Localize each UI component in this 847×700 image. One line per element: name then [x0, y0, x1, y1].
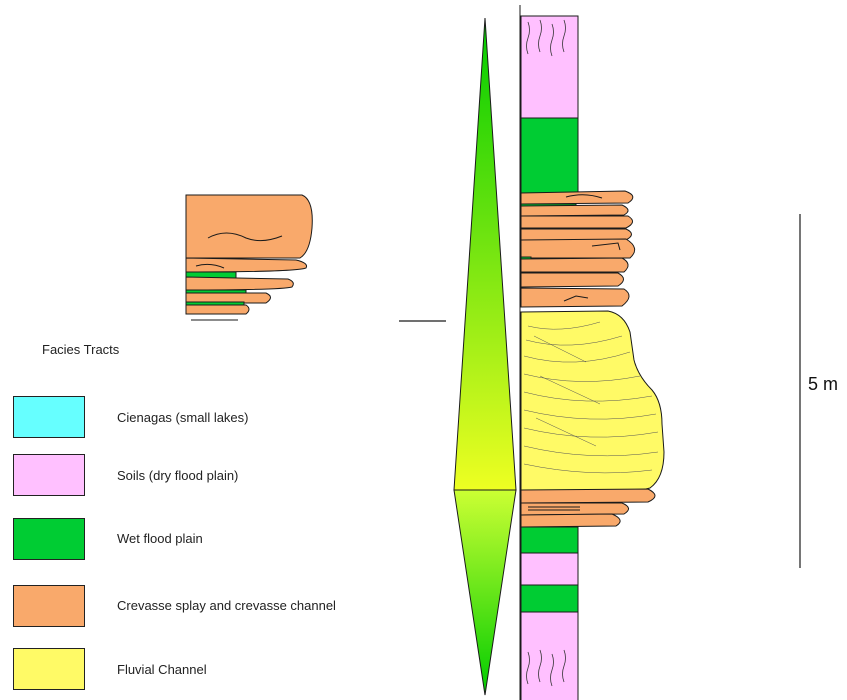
legend-swatch-wet-flood-plain	[13, 518, 85, 560]
legend-label-crevasse: Crevasse splay and crevasse channel	[117, 598, 336, 613]
fluvial-channel-body	[521, 311, 664, 492]
trend-diamond	[454, 18, 516, 695]
legend-swatch-cienagas	[13, 396, 85, 438]
upper-taper	[454, 18, 516, 490]
inset-sketch	[186, 195, 312, 320]
legend-label-wet-flood-plain: Wet flood plain	[117, 531, 203, 546]
wet-layer-lower-1	[521, 527, 578, 553]
scale-bar-label: 5 m	[808, 374, 838, 395]
lower-taper	[454, 490, 516, 695]
legend-title: Facies Tracts	[42, 342, 119, 357]
legend-swatch-crevasse	[13, 585, 85, 627]
legend-label-cienagas: Cienagas (small lakes)	[117, 410, 249, 425]
soil-layer-mid	[521, 553, 578, 585]
legend-label-soils: Soils (dry flood plain)	[117, 468, 238, 483]
wet-layer-upper	[521, 118, 578, 196]
soil-layer-bottom	[521, 612, 578, 700]
stratigraphic-column	[520, 5, 664, 700]
legend-label-fluvial-channel: Fluvial Channel	[117, 662, 207, 677]
wet-layer-lower-2	[521, 585, 578, 612]
legend-swatch-soils	[13, 454, 85, 496]
legend-swatch-fluvial-channel	[13, 648, 85, 690]
